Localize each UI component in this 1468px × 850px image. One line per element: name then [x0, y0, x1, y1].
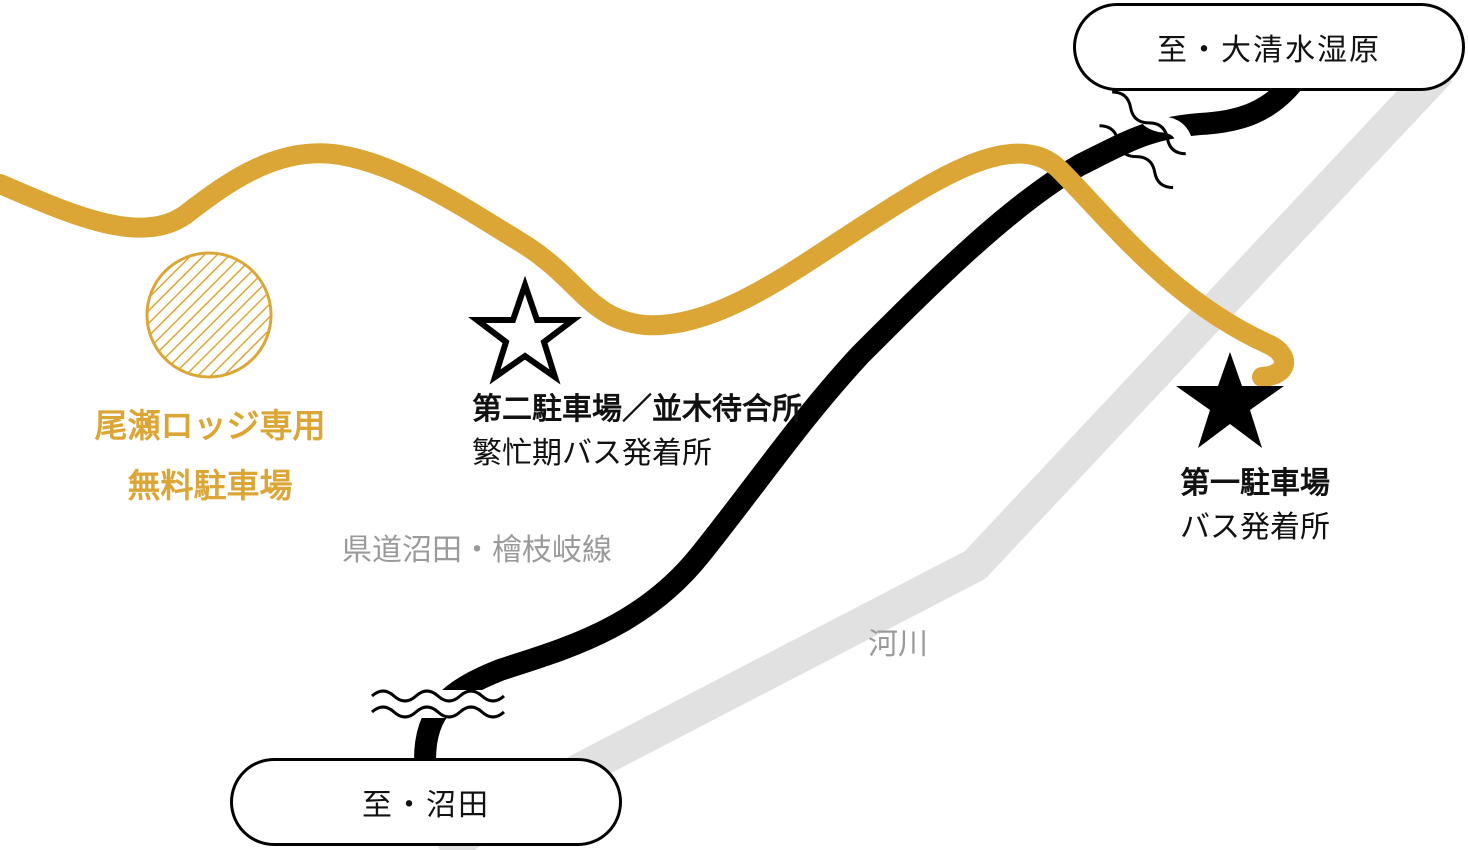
lodge-parking-line2: 無料駐車場 [127, 466, 293, 505]
wavy-break-icon [1099, 80, 1208, 190]
parking-2-subtitle: 繁忙期バス発着所 [472, 436, 712, 471]
parking-1-label: 第一駐車場 バス発着所 [1180, 462, 1330, 550]
star-filled-icon [1176, 352, 1284, 448]
road-label: 県道沼田・檜枝岐線 [342, 533, 612, 568]
parking-2-title: 第二駐車場／並木待合所 [472, 392, 802, 427]
hatched-circle-icon [145, 251, 273, 379]
river-label: 河川 [868, 627, 928, 662]
destination-north-label: 至・大清水湿原 [1157, 33, 1381, 68]
destination-south: 至・沼田 [230, 758, 622, 846]
parking-1-title: 第一駐車場 [1180, 466, 1330, 501]
walking-trail [0, 143, 1294, 387]
wavy-break-icon [370, 689, 506, 719]
parking-2-label: 第二駐車場／並木待合所 繁忙期バス発着所 [472, 388, 802, 476]
lodge-parking-line1: 尾瀬ロッジ専用 [94, 406, 326, 445]
destination-north: 至・大清水湿原 [1073, 3, 1465, 91]
destination-south-label: 至・沼田 [362, 788, 490, 823]
parking-1-subtitle: バス発着所 [1180, 510, 1330, 545]
lodge-parking-label: 尾瀬ロッジ専用 無料駐車場 [60, 396, 360, 516]
star-outline-icon [468, 275, 582, 385]
